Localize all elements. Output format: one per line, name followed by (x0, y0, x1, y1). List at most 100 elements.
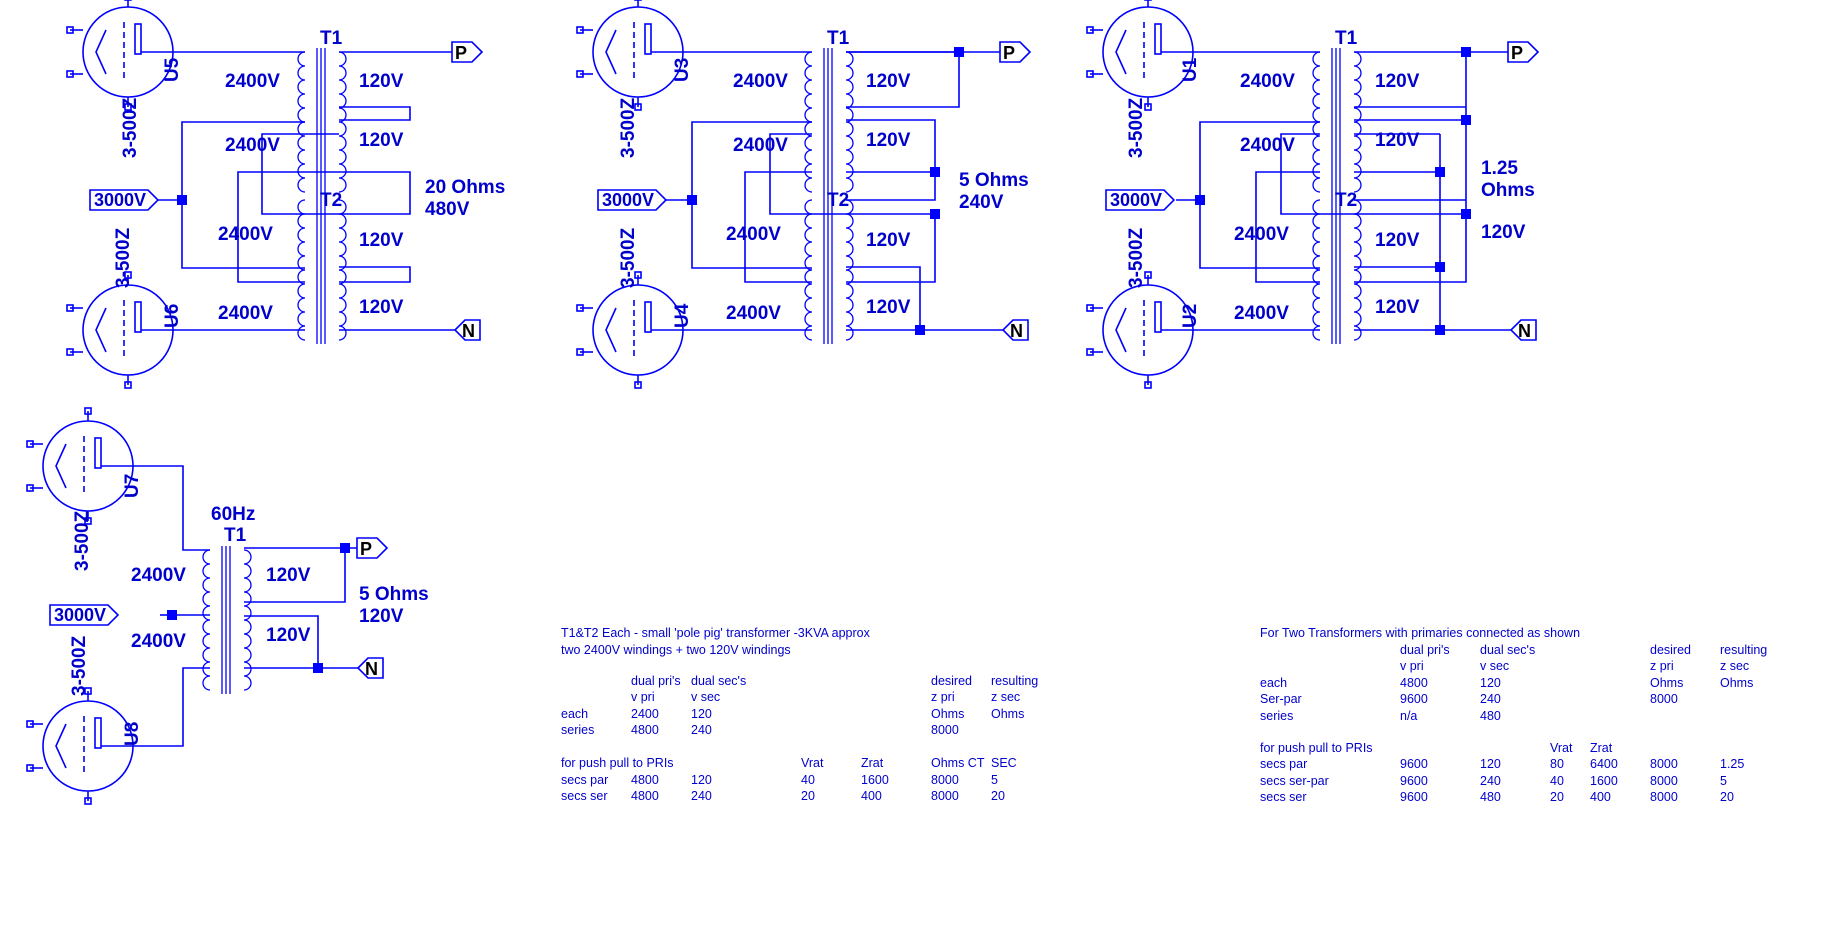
note-cell: secs ser-par (1260, 774, 1329, 788)
pri-volts: 2400V (1234, 224, 1289, 245)
port-p: P (1511, 43, 1523, 63)
pri-volts: 2400V (726, 303, 781, 324)
note-cell: 240 (1480, 774, 1501, 788)
pri-volts: 2400V (733, 71, 788, 92)
tube-designator: U5 (162, 57, 183, 82)
sec-volts: 120V (1375, 71, 1420, 92)
sec-volts: 120V (866, 71, 911, 92)
note-cell: 400 (861, 789, 882, 803)
tube-type: 3-500Z (618, 97, 639, 158)
circuit-d: P N 3000V 60Hz T1 2400V 2400V 120V 120V … (26, 407, 429, 805)
transformer-t1-icon (805, 48, 853, 196)
pri-volts: 2400V (1240, 71, 1295, 92)
note-cell: SEC (991, 756, 1017, 770)
note-cell: for push pull to PRIs (1260, 741, 1373, 755)
pri-volts: 2400V (1240, 135, 1295, 156)
note-cell: Ohms (1720, 676, 1753, 690)
note-cell: v sec (1480, 659, 1509, 673)
note-cell: Ohms (991, 707, 1024, 721)
note-cell: 9600 (1400, 790, 1428, 804)
note-cell: Zrat (861, 756, 884, 770)
t2-label: T2 (827, 190, 849, 211)
note-cell: 8000 (1650, 757, 1678, 771)
sec-volts: 120V (1375, 130, 1420, 151)
note-cell: z pri (1650, 659, 1674, 673)
note-cell: 4800 (631, 773, 659, 787)
note-cell: Zrat (1590, 741, 1613, 755)
note-cell: for push pull to PRIs (561, 756, 674, 770)
note-cell: z sec (991, 690, 1020, 704)
note-cell: 400 (1590, 790, 1611, 804)
t1-label: T1 (224, 525, 247, 546)
port-n: N (1010, 321, 1023, 341)
sec-volts: 120V (359, 230, 404, 251)
note-cell: 1600 (1590, 774, 1618, 788)
note-cell: resulting (991, 674, 1038, 688)
note-cell: 120 (691, 773, 712, 787)
notes-two-transformers: For Two Transformers with primaries conn… (1260, 626, 1767, 804)
t2-label: T2 (320, 190, 342, 211)
note-cell: each (561, 707, 588, 721)
sec-volts: 120V (866, 297, 911, 318)
pri-volts: 2400V (218, 224, 273, 245)
note-cell: 80 (1550, 757, 1564, 771)
note-cell: 1600 (861, 773, 889, 787)
note-cell: series (1260, 709, 1293, 723)
note-cell: 9600 (1400, 774, 1428, 788)
tube-designator: U8 (122, 722, 143, 746)
note-cell: n/a (1400, 709, 1417, 723)
port-n: N (462, 321, 475, 341)
transformer-t1-icon (203, 546, 251, 694)
t1-label: T1 (1335, 28, 1358, 49)
note-cell: dual pri's (1400, 643, 1450, 657)
note-cell: Vrat (801, 756, 824, 770)
tube-type: 3-500Z (120, 97, 141, 158)
tube-type: 3-500Z (113, 227, 134, 288)
circuit-b: P N 3000V T1 T2 2400V 2400V 2400V 2400V … (576, 0, 1032, 389)
note-cell: desired (931, 674, 972, 688)
pri-volts: 2400V (225, 135, 280, 156)
note-cell: secs par (1260, 757, 1307, 771)
tube-designator: U7 (122, 474, 143, 498)
sec-volts: 120V (866, 230, 911, 251)
note-cell: 120 (1480, 757, 1501, 771)
note-cell: secs ser (561, 789, 608, 803)
port-p: P (455, 43, 467, 63)
note-cell: 2400 (631, 707, 659, 721)
note-cell: 1.25 (1720, 757, 1744, 771)
load-ohms-unit: Ohms (1481, 180, 1535, 201)
note-cell: 8000 (931, 789, 959, 803)
note-cell: desired (1650, 643, 1691, 657)
note-cell: 6400 (1590, 757, 1618, 771)
note-cell: 240 (691, 723, 712, 737)
port-n: N (365, 659, 378, 679)
note-cell: two 2400V windings + two 120V windings (561, 643, 791, 657)
note-cell: 120 (691, 707, 712, 721)
b-plus-label: 3000V (602, 190, 654, 210)
port-p: P (1003, 43, 1015, 63)
note-cell: Ohms (931, 707, 964, 721)
pri-volts: 2400V (131, 565, 186, 586)
b-plus-label: 3000V (1110, 190, 1162, 210)
load-ohms: 5 Ohms (959, 170, 1029, 191)
tube-type: 3-500Z (1126, 97, 1147, 158)
note-cell: 8000 (1650, 692, 1678, 706)
note-cell: 480 (1480, 709, 1501, 723)
note-cell: 5 (1720, 774, 1727, 788)
note-cell: dual pri's (631, 674, 681, 688)
tube-type: 3-500Z (1126, 227, 1147, 288)
load-ohms: 5 Ohms (359, 584, 429, 605)
tube-u2-icon (1086, 271, 1199, 389)
note-cell: 9600 (1400, 692, 1428, 706)
note-cell: dual sec's (691, 674, 746, 688)
tube-u7-icon (26, 407, 139, 525)
t2-label: T2 (1335, 190, 1357, 211)
pri-volts: 2400V (225, 71, 280, 92)
pri-volts: 2400V (1234, 303, 1289, 324)
transformer-t2-icon (298, 196, 346, 344)
sec-volts: 120V (1375, 297, 1420, 318)
sec-volts: 120V (266, 565, 311, 586)
load-ohms: 1.25 (1481, 158, 1518, 179)
note-cell: 20 (1720, 790, 1734, 804)
note-cell: 40 (801, 773, 815, 787)
